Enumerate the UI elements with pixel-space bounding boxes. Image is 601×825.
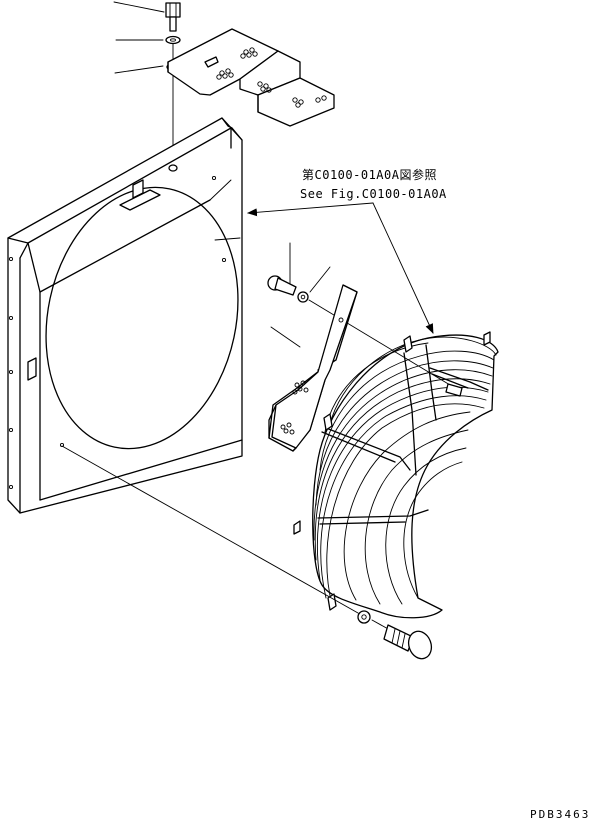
bottom-bolt [383, 624, 433, 660]
stay-assembly [267, 242, 456, 452]
drawing-code: PDB3463 [530, 808, 590, 821]
bottom-washer [357, 610, 371, 624]
fan-guard [293, 331, 499, 619]
stay-bracket [268, 284, 358, 452]
stay-washer [297, 291, 309, 303]
reference-en: See Fig.C0100-01A0A [300, 187, 447, 201]
top-bracket-assembly [113, 1, 335, 171]
top-washer-1 [165, 35, 181, 45]
radiator-shroud [7, 117, 243, 514]
shroud-opening [45, 186, 239, 450]
bottom-fastener [61, 445, 433, 660]
arrow-to-guard [372, 202, 434, 334]
top-bracket [167, 28, 335, 127]
stay-bolt [267, 275, 297, 296]
top-bolt [165, 2, 181, 32]
arrow-to-shroud [247, 202, 374, 217]
reference-jp: 第C0100-01A0A図参照 [302, 167, 437, 182]
figure-reference: 第C0100-01A0A図参照 See Fig.C0100-01A0A [247, 167, 447, 334]
